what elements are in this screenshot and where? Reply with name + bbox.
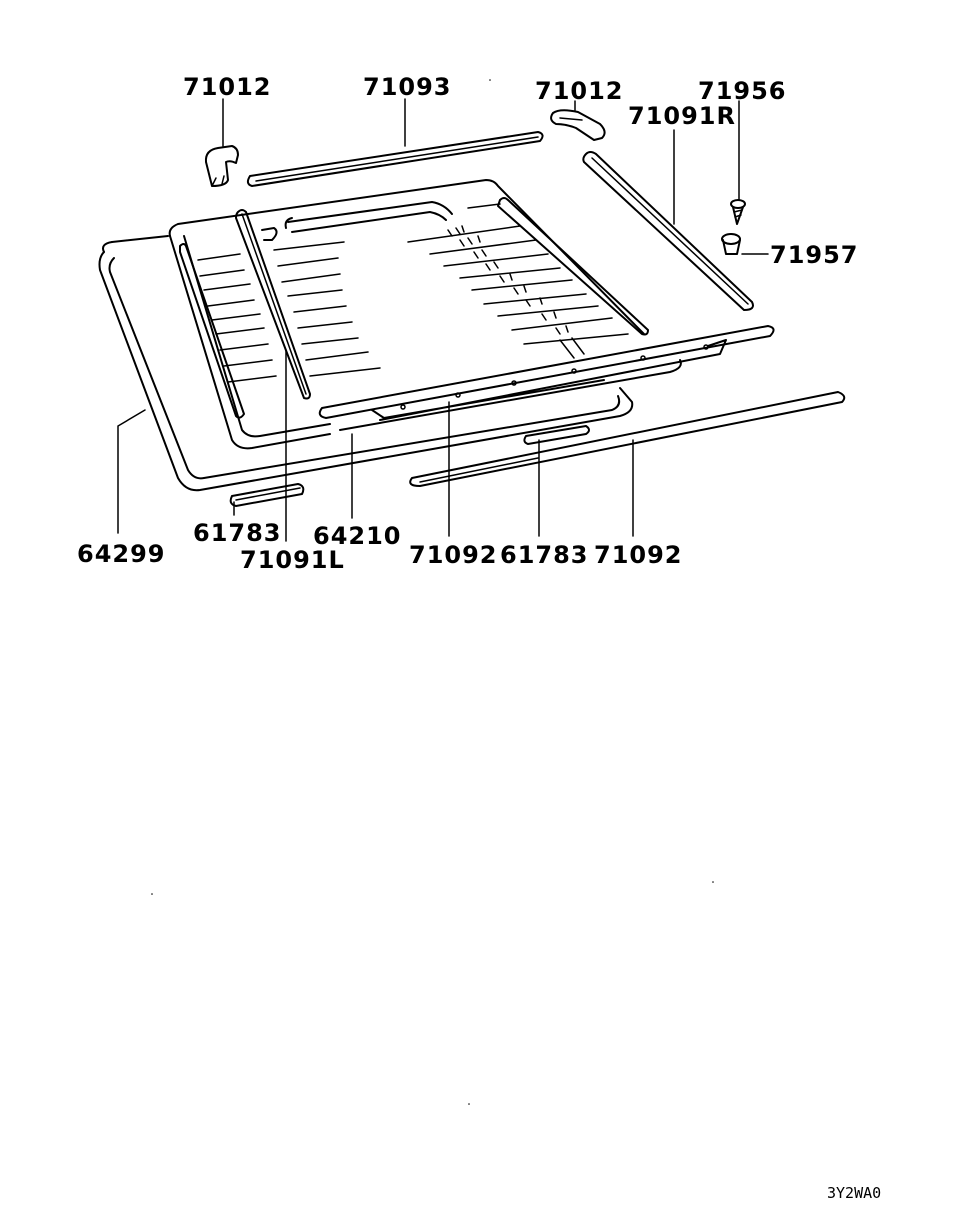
callout-71957: 71957 bbox=[770, 241, 859, 269]
callout-61783-left: 61783 bbox=[193, 519, 282, 547]
grommet-71957 bbox=[721, 233, 741, 255]
callout-64210: 64210 bbox=[313, 522, 402, 550]
figure-code: 3Y2WA0 bbox=[827, 1184, 882, 1202]
callout-71092-left: 71092 bbox=[409, 541, 498, 569]
callout-71091L: 71091L bbox=[240, 546, 345, 574]
glass-panel-64210 bbox=[168, 179, 649, 450]
leader-lines bbox=[117, 98, 769, 542]
elbow-clip-left bbox=[204, 145, 239, 187]
rail-71091R bbox=[582, 151, 754, 311]
callout-71091R: 71091R bbox=[628, 102, 736, 130]
elbow-clip-right bbox=[550, 109, 606, 141]
rail-71093 bbox=[246, 131, 544, 187]
weatherstrip-64299 bbox=[98, 235, 634, 492]
rail-71091L bbox=[235, 209, 311, 400]
rail-71092-front bbox=[318, 325, 775, 431]
rail-71092-lower bbox=[409, 391, 846, 487]
callout-71012-right: 71012 bbox=[535, 77, 624, 105]
callout-71012-left: 71012 bbox=[183, 73, 272, 101]
callout-71093: 71093 bbox=[363, 73, 452, 101]
callout-71092-right: 71092 bbox=[594, 541, 683, 569]
callout-64299: 64299 bbox=[77, 540, 166, 568]
strip-61783-left bbox=[229, 483, 305, 507]
callout-71956: 71956 bbox=[698, 77, 787, 105]
callout-61783-right: 61783 bbox=[500, 541, 589, 569]
strip-61783-right bbox=[523, 425, 590, 445]
screw-71956 bbox=[730, 199, 746, 225]
